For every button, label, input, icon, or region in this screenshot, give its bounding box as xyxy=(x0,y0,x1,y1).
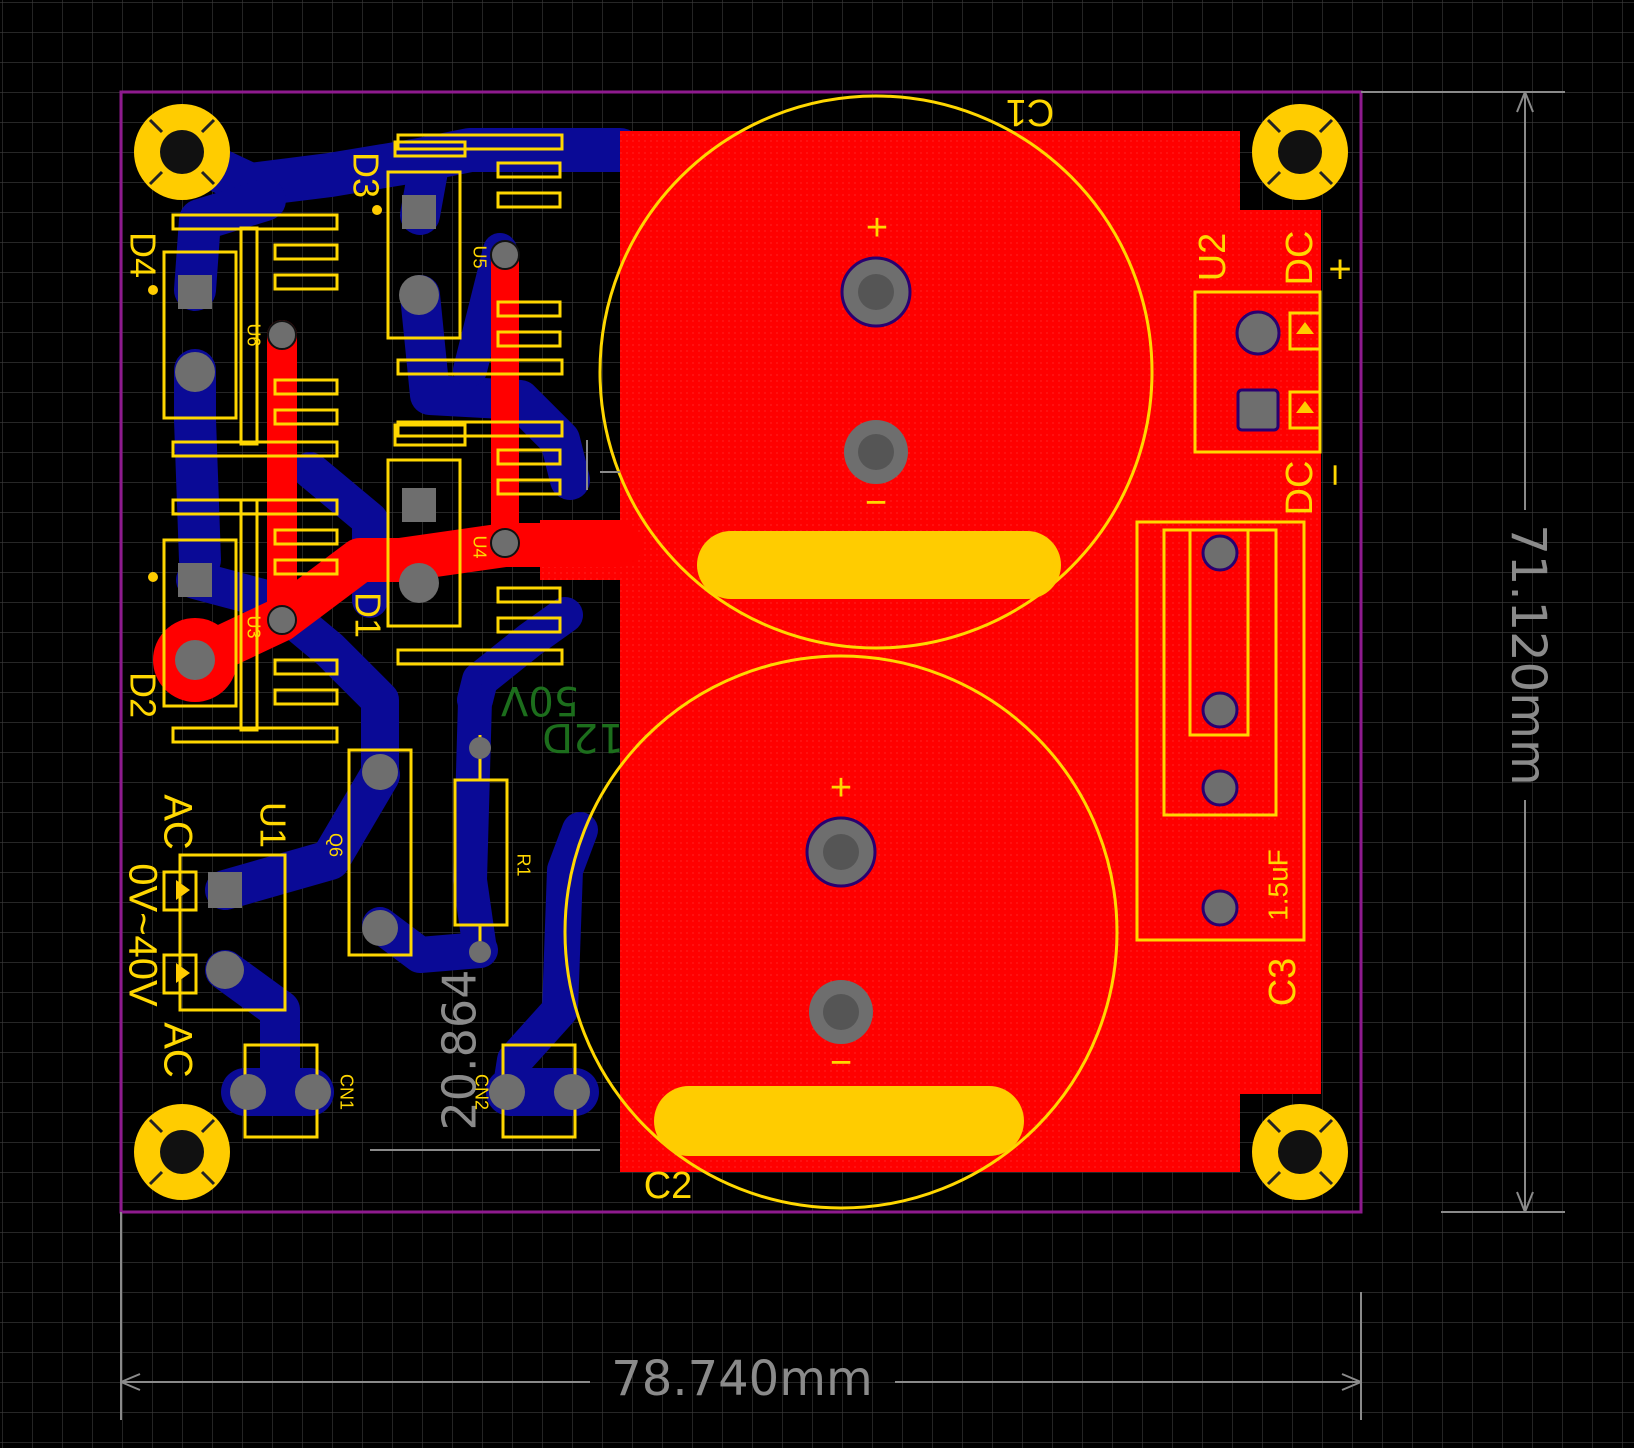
refdes-cn2: CN2 xyxy=(471,1074,491,1110)
refdes-cn1: CN1 xyxy=(336,1074,356,1110)
height-dimension-label: 71.120mm xyxy=(1500,524,1556,785)
c3-value-label: 1.5uF xyxy=(1262,849,1293,921)
dc-minus-sign: − xyxy=(1314,463,1358,486)
mounting-hole xyxy=(1252,104,1348,200)
refdes-d4: D4 xyxy=(122,232,163,278)
refdes-d3: D3 xyxy=(345,152,386,198)
inner-dimension-label: 20.864 xyxy=(433,970,487,1131)
voltage-range-label: 0V~40V xyxy=(120,863,164,1007)
refdes-c2: C2 xyxy=(644,1165,693,1207)
c1-minus-sign: − xyxy=(865,482,887,524)
refdes-c1: C1 xyxy=(1006,91,1055,133)
ac-top-label: AC xyxy=(155,794,199,850)
c2-minus-sign: − xyxy=(830,1042,852,1084)
refdes-d1: D1 xyxy=(347,592,388,638)
dimension-lines xyxy=(120,91,1565,1420)
c1-plus-sign: + xyxy=(866,207,888,249)
refdes-u3: U3 xyxy=(243,615,263,638)
width-dimension-label: 78.740mm xyxy=(611,1351,872,1407)
refdes-u4: U4 xyxy=(469,535,489,558)
mounting-hole xyxy=(1252,1104,1348,1200)
dc-plus-sign: + xyxy=(1328,248,1351,292)
refdes-u2: U2 xyxy=(1192,233,1234,282)
silkscreen-outlines xyxy=(162,94,1322,1210)
dc-top-label: DC xyxy=(1279,231,1321,286)
pads xyxy=(175,195,1281,1110)
connector-arrows xyxy=(162,311,1322,995)
dc-bottom-label: DC xyxy=(1279,461,1321,516)
copper-pour xyxy=(540,131,1321,1172)
refdes-u6: U6 xyxy=(243,323,263,346)
silkscreen-text: C1 C2 C3 1.5uF U1 U2 U3 U4 U5 U6 D1 D2 D… xyxy=(120,91,1357,1207)
c2-outline xyxy=(563,654,1119,1210)
refdes-r1: R1 xyxy=(513,853,533,876)
ghost-part-text: 12D xyxy=(542,714,624,760)
ac-bottom-label: AC xyxy=(155,1022,199,1078)
refdes-c3: C3 xyxy=(1262,958,1304,1007)
c2-plus-sign: + xyxy=(830,767,852,809)
refdes-q6: Q6 xyxy=(325,833,345,857)
mounting-hole xyxy=(134,1104,230,1200)
refdes-u5: U5 xyxy=(469,245,489,268)
mounting-hole xyxy=(134,104,230,200)
board-outline xyxy=(119,90,1363,1214)
pin1-markers xyxy=(148,205,382,582)
mounting-holes xyxy=(134,104,1348,1200)
c1-outline xyxy=(598,94,1154,650)
refdes-u1: U1 xyxy=(252,802,293,848)
ghost-voltage-text: 50V xyxy=(500,677,579,723)
refdes-d2: D2 xyxy=(122,672,163,718)
